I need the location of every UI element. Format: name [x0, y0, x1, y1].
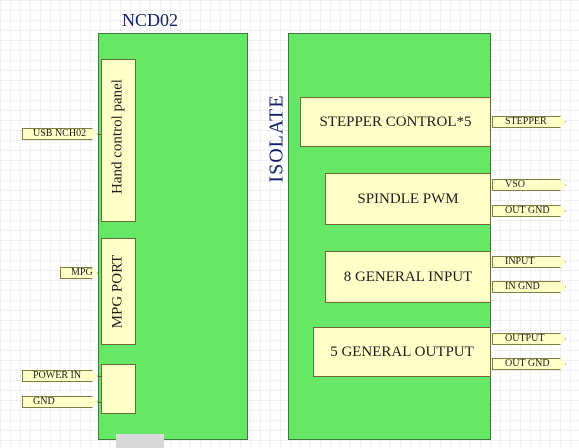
gnd-port: GND [22, 396, 98, 408]
stepper-port: STEPPER [492, 116, 566, 128]
general-output-block: 5 GENERAL OUTPUT [313, 327, 491, 377]
vso-port: VSO [492, 179, 566, 191]
out-gnd-port-2: OUT GND [492, 358, 566, 370]
usb-lead [98, 134, 101, 135]
power-in-port: POWER IN [22, 370, 98, 382]
stepper-control-block: STEPPER CONTROL*5 [300, 97, 491, 147]
out-gnd-port-1: OUT GND [492, 205, 566, 217]
horizontal-scrollbar[interactable] [116, 434, 164, 448]
isolate-module [288, 33, 491, 440]
output-port: OUTPUT [492, 333, 566, 345]
ncd02-title: NCD02 [122, 10, 179, 30]
usb-nch02-port: USB NCH02 [22, 128, 98, 140]
spindle-pwm-block: SPINDLE PWM [325, 173, 491, 225]
isolate-title: ISOLATE [265, 94, 288, 183]
power-in-lead [98, 376, 101, 377]
power-block [101, 364, 136, 414]
general-input-block: 8 GENERAL INPUT [325, 251, 491, 303]
gnd-lead [98, 402, 101, 403]
input-port: INPUT [492, 256, 566, 268]
mpg-port-label: MPG PORT [109, 254, 126, 329]
mpg-port-block [101, 238, 136, 345]
mpg-port: MPG [60, 267, 98, 279]
in-gnd-port: IN GND [492, 281, 566, 293]
hand-control-panel-label: Hand control panel [109, 79, 126, 194]
hand-control-panel-block [101, 59, 136, 222]
